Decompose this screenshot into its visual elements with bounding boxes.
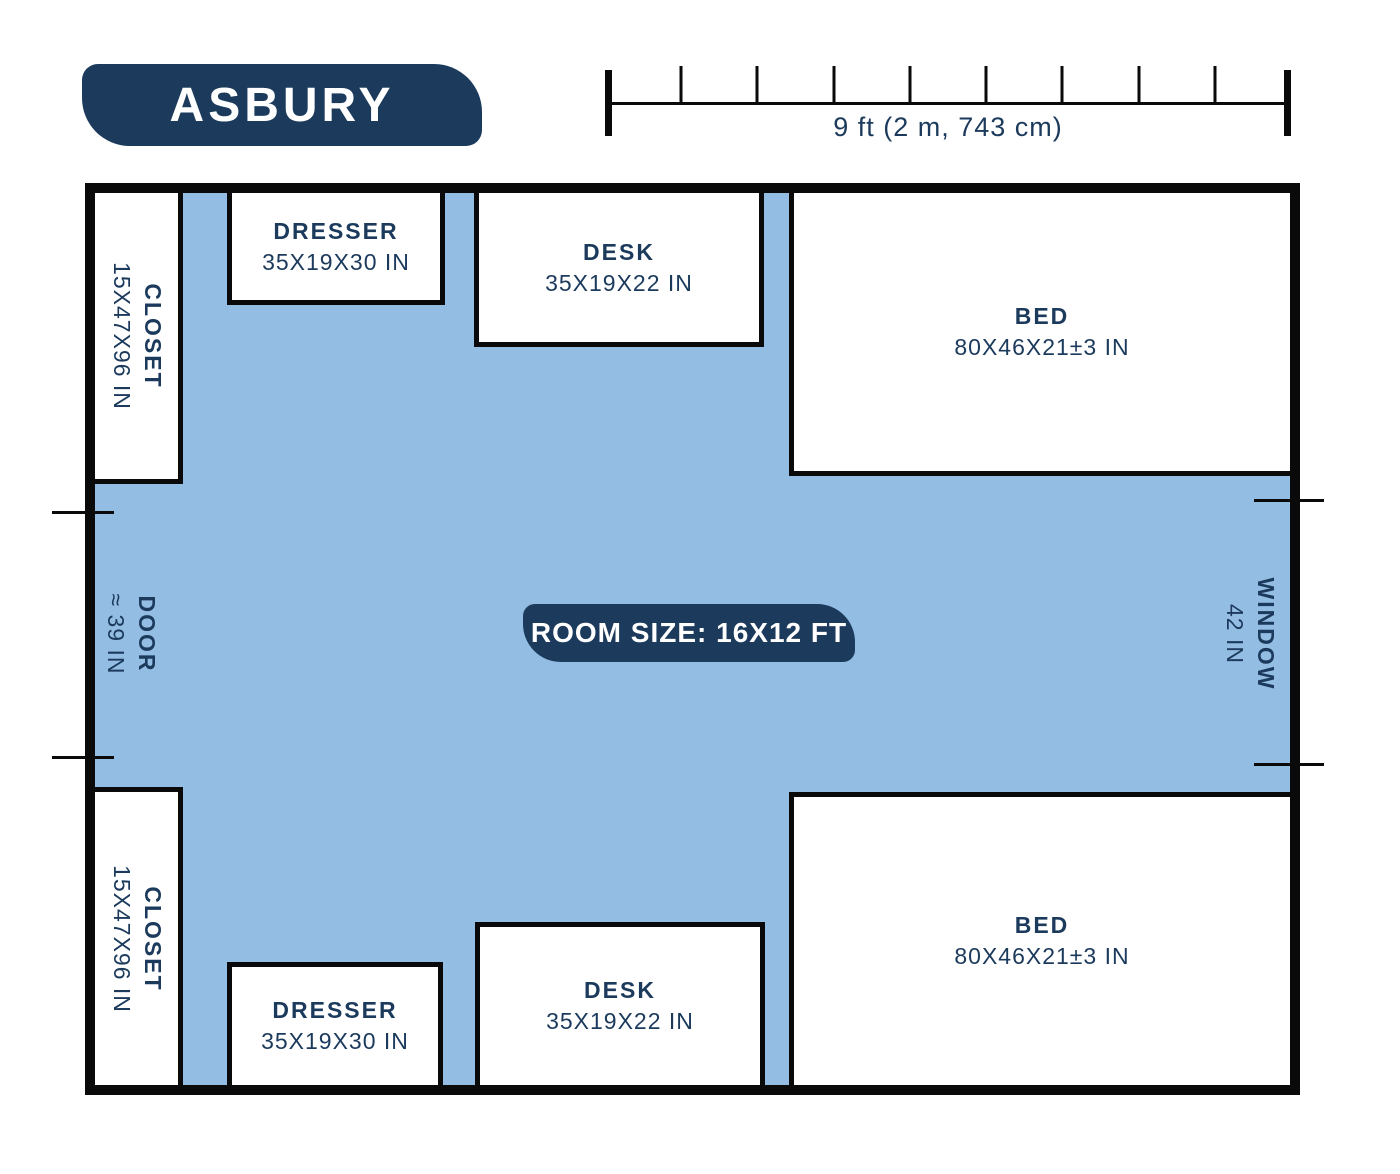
room-size-label: ROOM SIZE: 16X12 FT: [530, 617, 848, 648]
page-title: ASBURY: [169, 78, 395, 132]
bed-top-label: BED 80X46X21±3 IN: [954, 303, 1130, 360]
ruler-tick: [755, 66, 759, 105]
dresser-bottom-label: DRESSER 35X19X30 IN: [261, 997, 409, 1054]
desk-bottom: DESK 35X19X22 IN: [475, 922, 765, 1090]
bed-top-right: BED 80X46X21±3 IN: [789, 188, 1295, 476]
scale-label: 9 ft (2 m, 743 cm): [833, 112, 1063, 142]
ruler-tick: [1137, 66, 1141, 105]
ruler-tick: [984, 66, 988, 105]
ruler-end-cap-right: [1284, 70, 1291, 136]
desk-top-label: DESK 35X19X22 IN: [545, 238, 693, 296]
dresser-top-label: DRESSER 35X19X30 IN: [262, 217, 410, 275]
ruler-baseline: [605, 102, 1291, 105]
ruler-tick: [1060, 66, 1064, 105]
ruler-end-cap-left: [605, 70, 612, 136]
desk-top: DESK 35X19X22 IN: [474, 188, 764, 347]
ruler-tick: [832, 66, 836, 105]
closet-bottom-left: CLOSET 15X47X96 IN: [90, 787, 183, 1090]
ruler-tick: [908, 66, 912, 105]
door-opening-tick-bottom: [52, 756, 114, 759]
desk-bottom-label: DESK 35X19X22 IN: [546, 977, 694, 1034]
bed-bottom-label: BED 80X46X21±3 IN: [954, 912, 1130, 969]
closet-top-left-label: CLOSET 15X47X96 IN: [108, 262, 166, 410]
dresser-top: DRESSER 35X19X30 IN: [227, 188, 445, 305]
closet-bottom-left-label: CLOSET 15X47X96 IN: [108, 864, 166, 1013]
ruler-tick: [679, 66, 683, 105]
closet-top-left: CLOSET 15X47X96 IN: [90, 188, 183, 484]
title-badge: ASBURY: [82, 64, 482, 146]
room-size-badge: ROOM SIZE: 16X12 FT: [523, 604, 855, 662]
scale-ruler: 9 ft (2 m, 743 cm): [605, 62, 1291, 152]
ruler-tick: [1213, 66, 1217, 105]
dresser-bottom: DRESSER 35X19X30 IN: [227, 962, 443, 1090]
door-label: DOOR ≈ 39 IN: [103, 593, 160, 675]
bed-bottom-right: BED 80X46X21±3 IN: [789, 792, 1295, 1090]
door-opening-tick-top: [52, 511, 114, 514]
window-opening-tick-top: [1254, 499, 1324, 502]
window-opening-tick-bottom: [1254, 763, 1324, 766]
window-label: WINDOW 42 IN: [1222, 577, 1279, 691]
